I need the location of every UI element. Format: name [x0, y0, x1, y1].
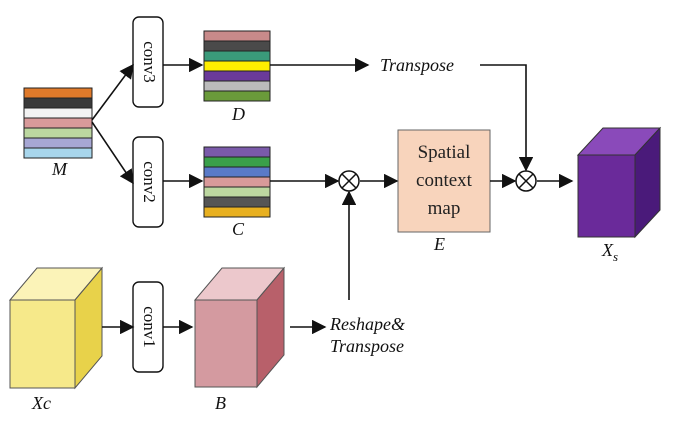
conv2-block: conv2 — [132, 136, 164, 228]
spatial-line2: context — [416, 170, 473, 191]
feature-stack-d: D — [203, 30, 271, 124]
conv2-label: conv2 — [140, 161, 159, 203]
label-d: D — [231, 104, 245, 124]
c-stripe — [203, 166, 271, 178]
edge-m-conv2 — [91, 121, 134, 185]
d-stripes — [203, 30, 271, 102]
conv1-label: conv1 — [140, 306, 159, 348]
d-stripe — [203, 90, 271, 102]
b-front-face — [194, 299, 258, 388]
multiply-node-1 — [338, 170, 360, 192]
label-xc: Xc — [31, 393, 51, 413]
cube-b: B — [193, 266, 286, 413]
xc-front-face — [9, 299, 76, 389]
feature-stack-m: M — [23, 87, 93, 179]
reshape-label-line1: Reshape& — [329, 314, 405, 334]
label-m: M — [51, 159, 68, 179]
reshape-label-line2: Transpose — [330, 336, 404, 356]
m-stripe — [23, 137, 93, 149]
c-stripes — [203, 146, 271, 218]
conv3-block: conv3 — [132, 16, 164, 108]
feature-stack-c: C — [203, 146, 271, 239]
conv1-block: conv1 — [132, 281, 164, 373]
edge-m-conv3 — [91, 63, 134, 121]
cube-xc: Xc — [8, 266, 104, 413]
m-stripe — [23, 147, 93, 159]
edge-transpose-multiply2 — [480, 64, 534, 172]
m-stripe — [23, 117, 93, 129]
label-xs: Xs — [601, 240, 618, 264]
spatial-line1: Spatial — [418, 142, 471, 163]
c-stripe — [203, 186, 271, 198]
label-c: C — [232, 219, 245, 239]
m-stripe — [23, 107, 93, 119]
spatial-context-map: Spatial context map E — [397, 129, 491, 254]
m-stripe — [23, 87, 93, 99]
d-stripe — [203, 80, 271, 92]
c-stripe — [203, 196, 271, 208]
spatial-line3: map — [428, 198, 461, 219]
label-b: B — [215, 393, 226, 413]
transpose-label: Transpose — [380, 55, 454, 75]
d-stripe — [203, 50, 271, 62]
conv3-label: conv3 — [140, 41, 159, 83]
c-stripe — [203, 156, 271, 168]
d-stripe — [203, 40, 271, 52]
d-stripe — [203, 70, 271, 82]
cube-xs: Xs — [576, 126, 662, 264]
m-stripe — [23, 127, 93, 139]
m-stripes — [23, 87, 93, 159]
conv3-box — [132, 16, 164, 108]
c-stripe — [203, 146, 271, 158]
edges — [91, 57, 574, 335]
label-e: E — [433, 234, 445, 254]
c-stripe — [203, 206, 271, 218]
multiply-node-2 — [515, 170, 537, 192]
m-stripe — [23, 97, 93, 109]
d-stripe — [203, 30, 271, 42]
d-stripe — [203, 60, 271, 72]
c-stripe — [203, 176, 271, 188]
xs-front-face — [577, 154, 636, 238]
